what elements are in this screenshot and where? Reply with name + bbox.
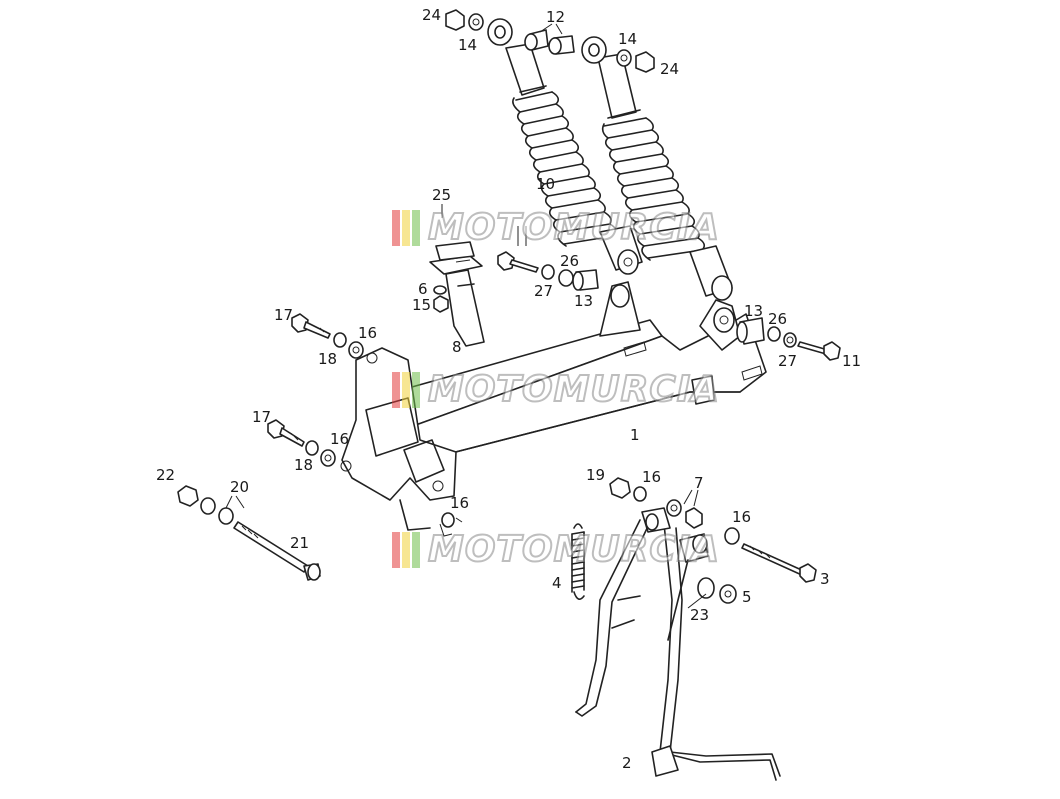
bracket-8 xyxy=(429,241,485,347)
callout-2: 2 xyxy=(622,754,632,772)
callout-27: 27 xyxy=(534,282,554,300)
bolt-21 xyxy=(177,485,321,581)
watermark-stripes xyxy=(392,210,422,246)
swing-arm-frame xyxy=(340,281,767,537)
callout-26: 26 xyxy=(560,252,580,270)
callout-11: 11 xyxy=(842,352,862,370)
callout-16: 16 xyxy=(642,468,662,486)
callout-17: 17 xyxy=(252,408,272,426)
callout-26: 26 xyxy=(768,310,788,328)
callout-18: 18 xyxy=(294,456,314,474)
callout-5: 5 xyxy=(742,588,752,606)
callout-15: 15 xyxy=(412,296,432,314)
watermark-bottom: MOTOMURCIA xyxy=(392,528,720,572)
callout-25: 25 xyxy=(432,186,452,204)
callout-12: 12 xyxy=(546,8,566,26)
watermark-text: MOTOMURCIA xyxy=(427,369,721,410)
callout-13: 13 xyxy=(574,292,594,310)
callout-19: 19 xyxy=(586,466,606,484)
leader-lines xyxy=(225,23,707,609)
callout-13: 13 xyxy=(744,302,764,320)
center-stand xyxy=(575,507,781,781)
top-mount-hardware xyxy=(445,9,655,73)
callout-17: 17 xyxy=(274,306,294,324)
spring-4 xyxy=(571,523,585,600)
callout-16: 16 xyxy=(330,430,350,448)
callout-10: 10 xyxy=(536,175,556,193)
callout-14: 14 xyxy=(618,30,638,48)
watermark-text: MOTOMURCIA xyxy=(427,207,721,248)
callout-8: 8 xyxy=(452,338,462,356)
callout-27: 27 xyxy=(778,352,798,370)
watermark-text: MOTOMURCIA xyxy=(427,529,721,570)
watermark-middle: MOTOMURCIA xyxy=(392,368,720,412)
callout-18: 18 xyxy=(318,350,338,368)
left-shock-absorber xyxy=(487,18,643,275)
bolt-17-upper xyxy=(291,313,364,359)
bolt-11 xyxy=(736,317,841,361)
callout-4: 4 xyxy=(552,574,562,592)
callout-3: 3 xyxy=(820,570,830,588)
callout-16: 16 xyxy=(732,508,752,526)
bolt-17-lower xyxy=(267,419,336,467)
right-shock-absorber xyxy=(581,36,733,301)
callout-24: 24 xyxy=(660,60,680,78)
bolt-26-27-middle xyxy=(497,226,599,291)
stand-hardware xyxy=(441,477,817,604)
callout-21: 21 xyxy=(290,534,310,552)
callout-16: 16 xyxy=(358,324,378,342)
callout-6: 6 xyxy=(418,280,428,298)
callout-20: 20 xyxy=(230,478,250,496)
callout-1: 1 xyxy=(630,426,640,444)
nut-6-washer-15 xyxy=(433,285,449,313)
callout-23: 23 xyxy=(690,606,710,624)
callout-24: 24 xyxy=(422,6,442,24)
watermark-stripes xyxy=(392,532,422,568)
callout-14: 14 xyxy=(458,36,478,54)
watermark-stripes xyxy=(392,372,422,408)
callout-7: 7 xyxy=(694,474,704,492)
callout-22: 22 xyxy=(156,466,176,484)
watermark-top: MOTOMURCIA xyxy=(392,206,720,250)
callout-16: 16 xyxy=(450,494,470,512)
